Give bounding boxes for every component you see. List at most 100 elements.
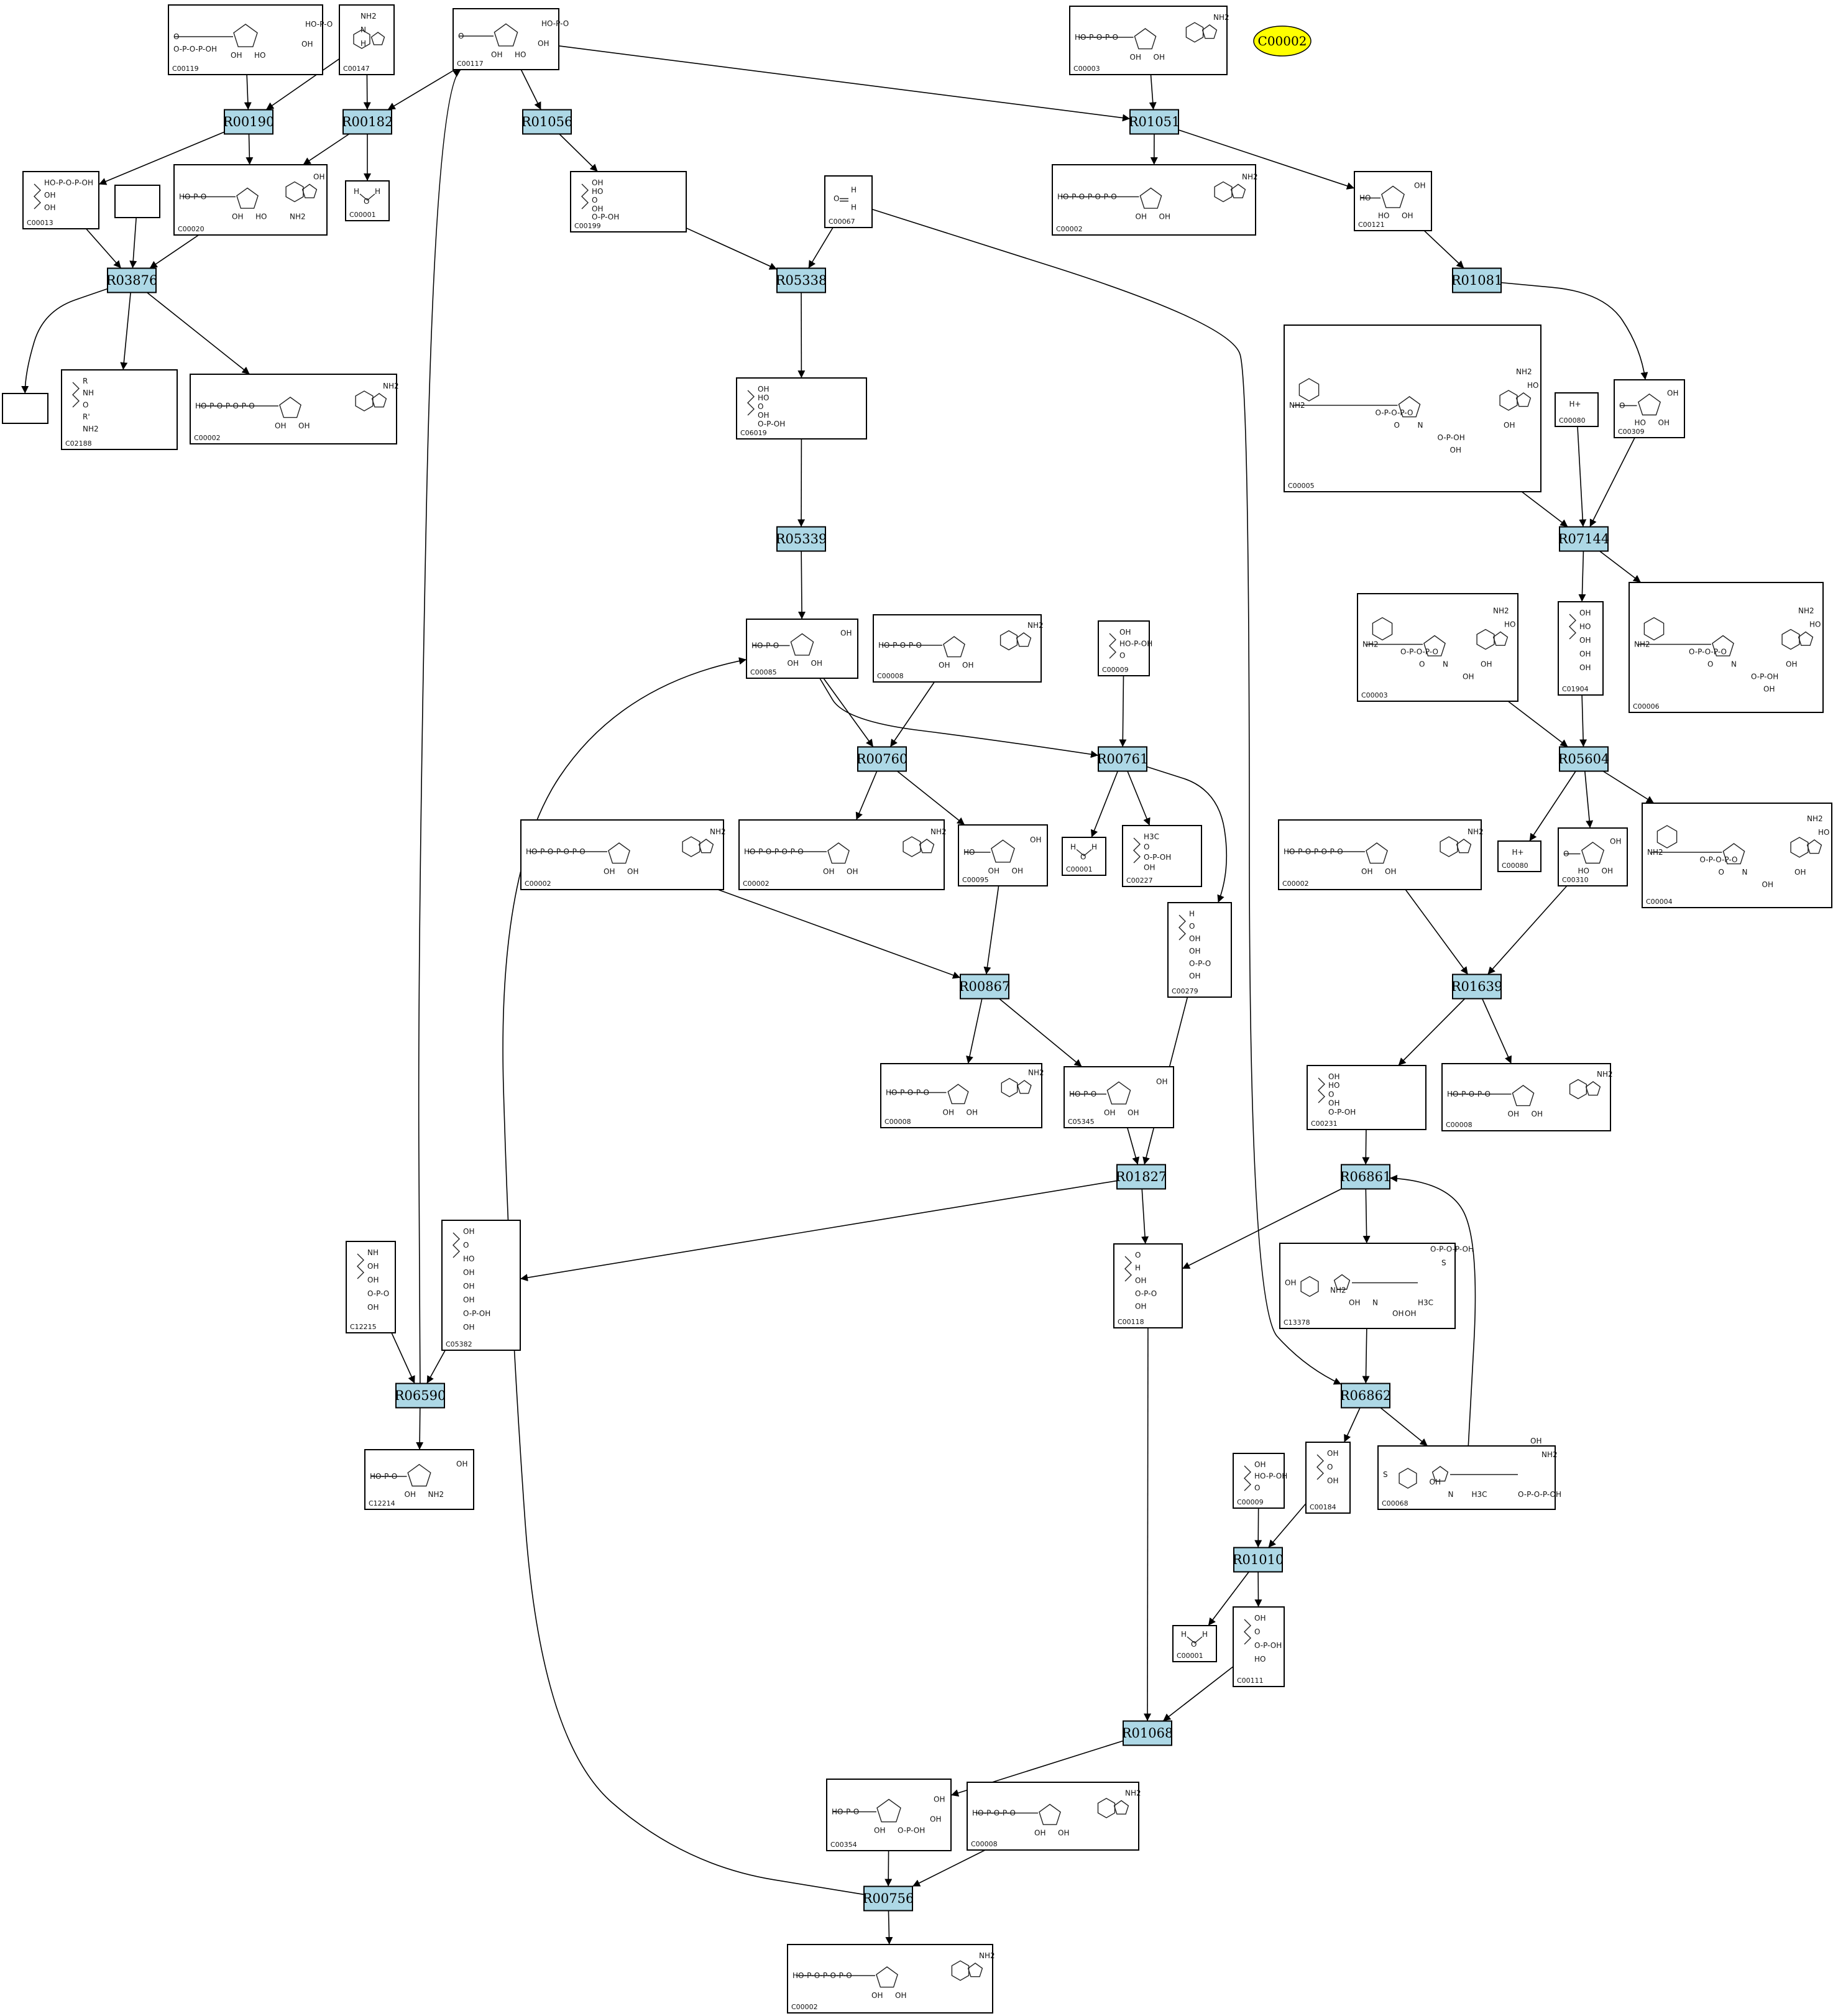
- reaction-R05604[interactable]: R05604: [1558, 746, 1610, 772]
- compound-blank1[interactable]: [114, 185, 160, 218]
- atom-label: OH: [874, 1826, 885, 1835]
- reaction-R01051[interactable]: R01051: [1129, 109, 1180, 135]
- atom-label: H: [361, 39, 366, 48]
- reaction-R01010[interactable]: R01010: [1233, 1547, 1284, 1573]
- highlight-compound[interactable]: C00002: [1253, 25, 1312, 57]
- reaction-R01068[interactable]: R01068: [1122, 1720, 1174, 1746]
- atom-label: OH: [1189, 947, 1200, 955]
- reaction-R06861[interactable]: R06861: [1340, 1164, 1392, 1190]
- reaction-R03876[interactable]: R03876: [106, 267, 158, 293]
- compound-id: C00002: [194, 434, 221, 442]
- atom-label: OH: [1156, 1077, 1167, 1086]
- compound-c00080b[interactable]: H+C00080: [1497, 840, 1541, 872]
- reaction-R01081[interactable]: R01081: [1451, 267, 1503, 293]
- reaction-R01639[interactable]: R01639: [1451, 973, 1503, 1000]
- reaction-R06862[interactable]: R06862: [1340, 1383, 1392, 1409]
- atom-label: H: [1091, 843, 1097, 852]
- edge-c00111-R01068: [1162, 1666, 1234, 1722]
- reaction-R05338[interactable]: R05338: [776, 267, 827, 293]
- structure-c05345: [1070, 1081, 1131, 1105]
- reaction-R00760[interactable]: R00760: [857, 746, 908, 772]
- reaction-R00761[interactable]: R00761: [1097, 746, 1149, 772]
- atom-label: O: [1189, 922, 1195, 931]
- atom-label: HO-P-O-P-O-P-O: [1057, 193, 1117, 201]
- reaction-R06590[interactable]: R06590: [395, 1383, 446, 1409]
- reaction-R07144[interactable]: R07144: [1558, 526, 1610, 552]
- reaction-R00182[interactable]: R00182: [342, 109, 393, 135]
- atom-label: OH: [1530, 1437, 1541, 1445]
- atom-label: HO: [1578, 867, 1589, 875]
- reaction-R00190[interactable]: R00190: [223, 109, 275, 135]
- atom-label: OH: [1254, 1460, 1266, 1469]
- compound-c00080a[interactable]: H+C00080: [1555, 392, 1599, 427]
- reaction-R00756[interactable]: R00756: [863, 1885, 914, 1912]
- reaction-R05339[interactable]: R05339: [776, 526, 827, 552]
- reaction-R01827[interactable]: R01827: [1116, 1164, 1167, 1190]
- reaction-R00867[interactable]: R00867: [959, 973, 1011, 1000]
- edge-R00756-c00085: [502, 657, 865, 1895]
- atom-label: O-P-O: [1135, 1289, 1157, 1298]
- structure-c00117: [459, 23, 518, 47]
- atom-label: HO-P-O-P-O: [972, 1809, 1016, 1818]
- atom-label: HO-P-OH: [1254, 1472, 1287, 1481]
- atom-label: HO: [254, 51, 265, 60]
- atom-label: OH: [1602, 867, 1613, 875]
- atom-label: HO: [758, 394, 769, 402]
- atom-label: OH: [1667, 389, 1678, 398]
- atom-label: O-P-OH: [1144, 853, 1171, 862]
- compound-blank2[interactable]: [2, 393, 48, 424]
- atom-label: OH: [871, 1991, 883, 2000]
- atom-label: HO: [1378, 211, 1389, 220]
- reaction-R01056[interactable]: R01056: [521, 109, 573, 135]
- atom-label: OH: [967, 1108, 978, 1117]
